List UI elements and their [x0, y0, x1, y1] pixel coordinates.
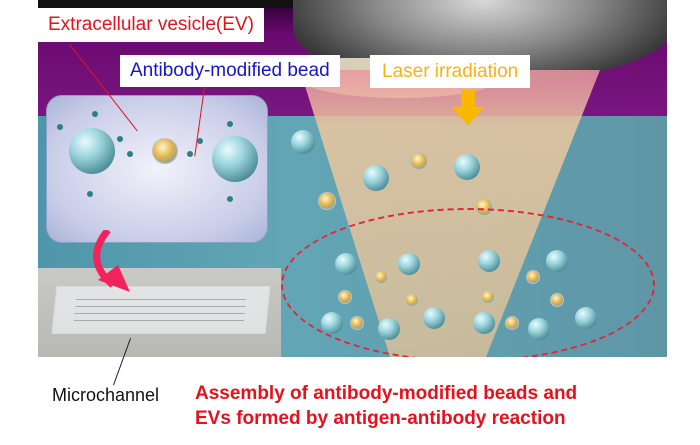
inset-panel — [46, 95, 268, 243]
channel-line — [73, 320, 244, 321]
laser-label: Laser irradiation — [370, 55, 531, 88]
antibody-bead-icon — [291, 130, 315, 154]
microchannel-label: Microchannel — [52, 385, 160, 405]
extracellular-vesicle-icon — [318, 192, 336, 210]
antibody-icon — [227, 121, 233, 127]
laser-arrow-shaft — [461, 90, 475, 108]
assembly-outline — [281, 208, 655, 357]
antibody-icon — [127, 151, 133, 157]
antibody-bead-icon — [363, 165, 389, 191]
antibody-icon — [57, 124, 63, 130]
antibody-bead-icon — [69, 128, 115, 174]
antibody-icon — [87, 191, 93, 197]
antibody-bead-icon — [454, 154, 480, 180]
channel-line — [75, 306, 246, 307]
laser-arrow-icon — [451, 107, 485, 125]
antibody-bead-label: Antibody-modified bead — [120, 55, 340, 87]
caption-line-1: Assembly of antibody-modified beads and — [195, 383, 578, 404]
antibody-icon — [117, 136, 123, 142]
antibody-icon — [197, 138, 203, 144]
assembly-caption: Assembly of antibody-modified beads and … — [195, 381, 577, 431]
microfluidic-chip-photo — [38, 268, 281, 357]
extracellular-vesicle-icon — [410, 152, 428, 170]
ev-label: Extracellular vesicle(EV) — [38, 8, 264, 42]
channel-line — [74, 313, 245, 314]
curved-arrow-icon — [93, 230, 130, 292]
antibody-icon — [92, 111, 98, 117]
antibody-bead-icon — [212, 136, 258, 182]
extracellular-vesicle-icon — [152, 138, 178, 164]
illustration-scene — [38, 0, 667, 357]
antibody-icon — [187, 151, 193, 157]
antibody-icon — [227, 196, 233, 202]
caption-line-2: EVs formed by antigen-antibody reaction — [195, 408, 566, 429]
